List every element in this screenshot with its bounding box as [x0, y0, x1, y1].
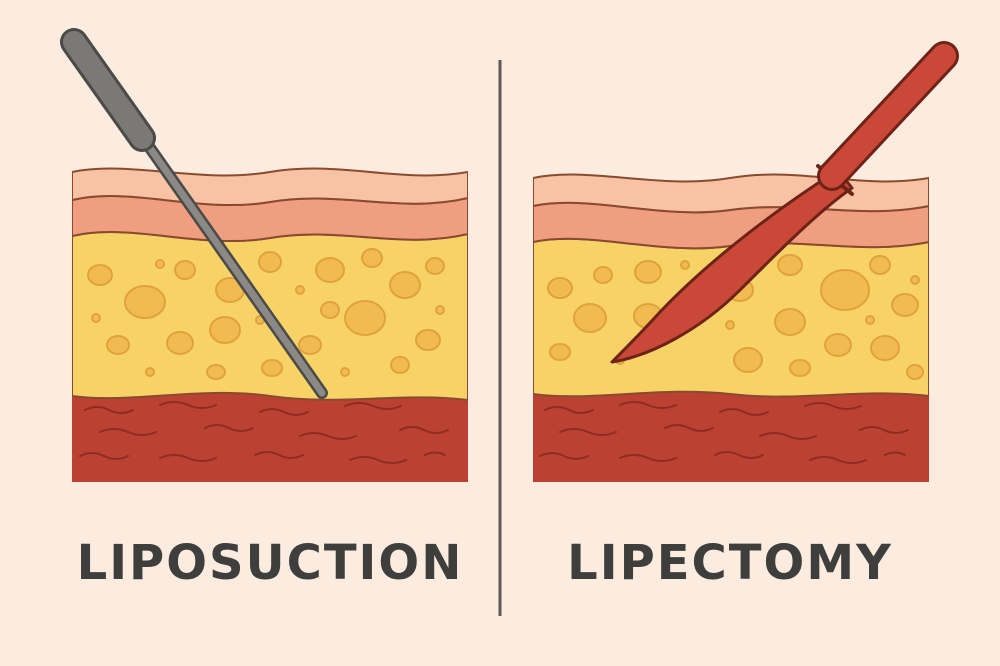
lipectomy-label: LIPECTOMY	[567, 535, 893, 591]
left-fat-cells	[87, 248, 445, 380]
right-muscle-fibers	[539, 401, 909, 464]
cannula-icon	[60, 28, 328, 399]
scalpel-icon	[610, 41, 959, 364]
right-tissue-cross-section	[533, 173, 929, 482]
left-muscle-fibers	[79, 401, 449, 464]
liposuction-label: LIPOSUCTION	[76, 535, 464, 591]
right-fat-cells	[547, 254, 924, 380]
